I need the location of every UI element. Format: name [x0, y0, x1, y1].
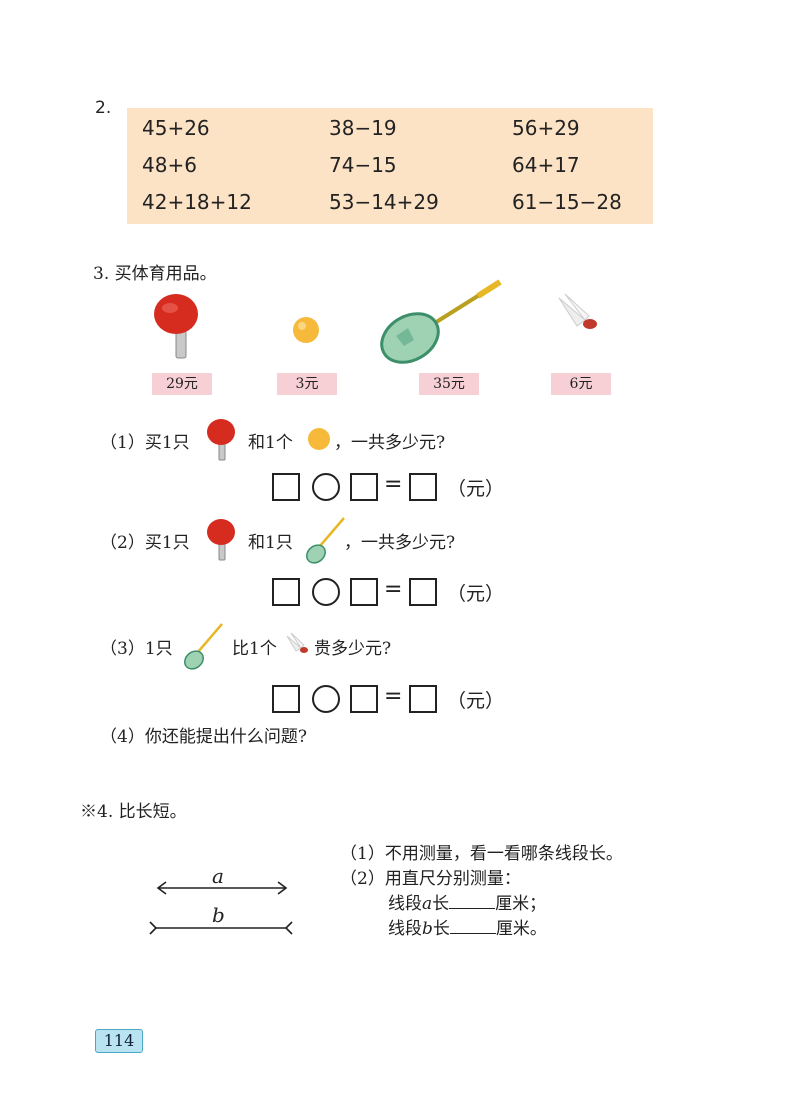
segment-a-label: a: [212, 864, 224, 888]
question-4-title: ※4. 比长短。: [80, 802, 187, 822]
operator-circle[interactable]: [312, 578, 340, 606]
subquestion-1-mid: 和1个: [248, 433, 293, 453]
price-tag: 6元: [551, 373, 611, 395]
question-2-number: 2.: [95, 98, 112, 118]
equals-sign: =: [384, 472, 403, 497]
expression: 61−15−28: [512, 190, 622, 214]
answer-box[interactable]: [272, 578, 300, 606]
answer-box[interactable]: [409, 578, 437, 606]
badminton-racket-icon: [306, 517, 345, 564]
ping-pong-paddle-icon: [207, 519, 235, 561]
expression: 74−15: [329, 153, 397, 177]
expression: 53−14+29: [329, 190, 439, 214]
ping-pong-paddle-icon: [154, 294, 198, 359]
blank-line[interactable]: [449, 918, 496, 934]
question-3-title: 3. 买体育用品。: [93, 264, 217, 284]
unit-label: （元）: [447, 478, 505, 500]
ping-pong-paddle-icon: [207, 419, 235, 461]
page-number: 114: [95, 1029, 143, 1053]
badminton-racket-icon: [380, 279, 502, 364]
expression: 48+6: [142, 153, 197, 177]
answer-box[interactable]: [272, 685, 300, 713]
text: 厘米。: [495, 919, 547, 939]
equals-sign: =: [384, 577, 403, 602]
answer-box[interactable]: [272, 473, 300, 501]
subquestion-4-label: （4）你还能提出什么问题?: [100, 727, 307, 747]
question-4-part-1: （1）不用测量，看一看哪条线段长。: [340, 844, 623, 864]
price-tag: 35元: [419, 373, 479, 395]
equals-sign: =: [384, 684, 403, 709]
subquestion-3-end: 贵多少元?: [314, 639, 392, 659]
price-tag: 29元: [152, 373, 212, 395]
unit-label: （元）: [447, 583, 505, 605]
text: 线段: [388, 894, 422, 914]
text: 厘米；: [495, 894, 547, 914]
expression: 64+17: [512, 153, 580, 177]
subquestion-1-label: （1）买1只: [100, 433, 190, 453]
text: 长: [432, 919, 450, 939]
ping-pong-ball-icon: [308, 428, 330, 450]
expression: 38−19: [329, 116, 397, 140]
segment-a-measure: 线段a长 厘米；: [388, 889, 546, 914]
question-4-part-2: （2）用直尺分别测量：: [340, 869, 521, 889]
segment-b-measure: 线段b长 厘米。: [388, 914, 547, 939]
answer-box[interactable]: [409, 685, 437, 713]
variable: b: [422, 919, 433, 939]
answer-box[interactable]: [350, 685, 378, 713]
arithmetic-box: 45+26 38−19 56+29 48+6 74−15 64+17 42+18…: [127, 108, 653, 224]
text: 线段: [388, 919, 422, 939]
subquestion-2-label: （2）买1只: [100, 533, 190, 553]
subquestion-3-mid: 比1个: [232, 639, 277, 659]
operator-circle[interactable]: [312, 473, 340, 501]
subquestion-2-end: ，一共多少元?: [344, 533, 456, 553]
expression: 45+26: [142, 116, 210, 140]
segment-b-line: [149, 921, 293, 935]
answer-box[interactable]: [409, 473, 437, 501]
blank-line[interactable]: [449, 893, 496, 909]
variable: a: [422, 894, 433, 914]
price-tag: 3元: [277, 373, 337, 395]
operator-circle[interactable]: [312, 685, 340, 713]
subquestion-1-end: ，一共多少元?: [334, 433, 446, 453]
text: 长: [432, 894, 450, 914]
ping-pong-ball-icon: [293, 317, 319, 343]
expression: 56+29: [512, 116, 580, 140]
expression: 42+18+12: [142, 190, 252, 214]
answer-box[interactable]: [350, 473, 378, 501]
subquestion-2-mid: 和1只: [248, 533, 293, 553]
unit-label: （元）: [447, 690, 505, 712]
answer-box[interactable]: [350, 578, 378, 606]
segment-b-label: b: [212, 903, 225, 927]
segment-a-line: [156, 881, 288, 895]
shuttlecock-icon: [558, 293, 597, 329]
badminton-racket-icon: [184, 623, 223, 670]
shuttlecock-icon: [286, 632, 308, 653]
subquestion-3-label: （3）1只: [100, 639, 173, 659]
